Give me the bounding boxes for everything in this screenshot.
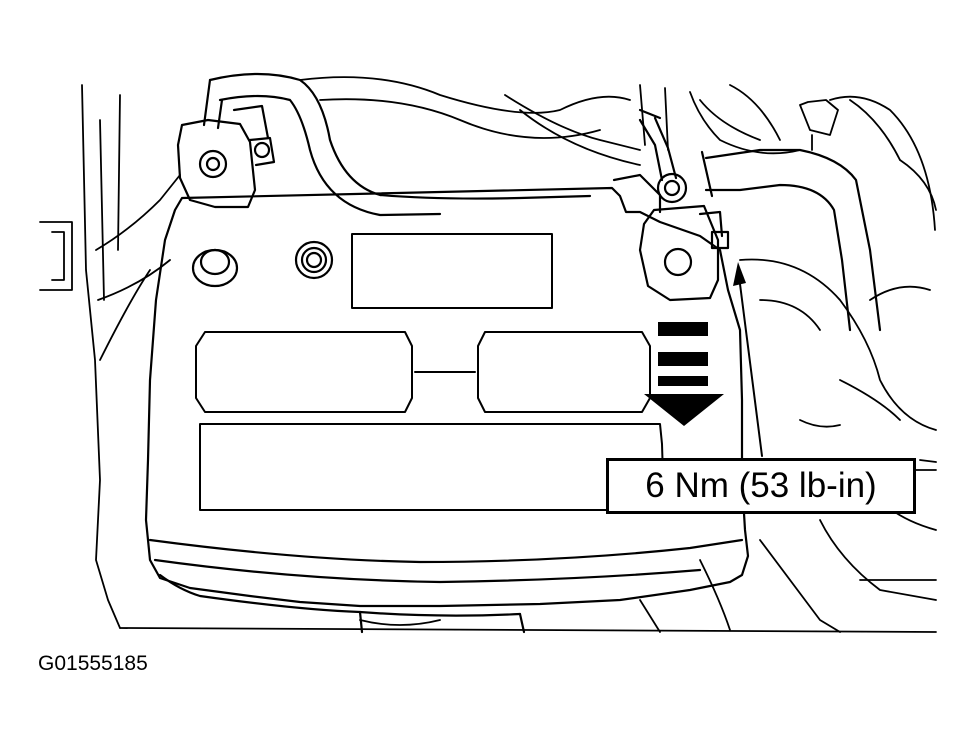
torque-callout: 6 Nm (53 lb-in)	[606, 458, 916, 514]
leader-arrow-icon	[733, 262, 762, 456]
engine-bay-background	[40, 77, 936, 632]
torque-spec-label: 6 Nm (53 lb-in)	[645, 466, 877, 505]
down-arrow-icon	[644, 322, 724, 426]
positive-terminal-cable	[178, 74, 590, 215]
battery-top-details	[196, 234, 664, 510]
negative-terminal-cable	[614, 110, 880, 330]
battery-case	[146, 188, 748, 632]
figure-id: G01555185	[38, 652, 148, 675]
vent-cap	[193, 242, 332, 286]
